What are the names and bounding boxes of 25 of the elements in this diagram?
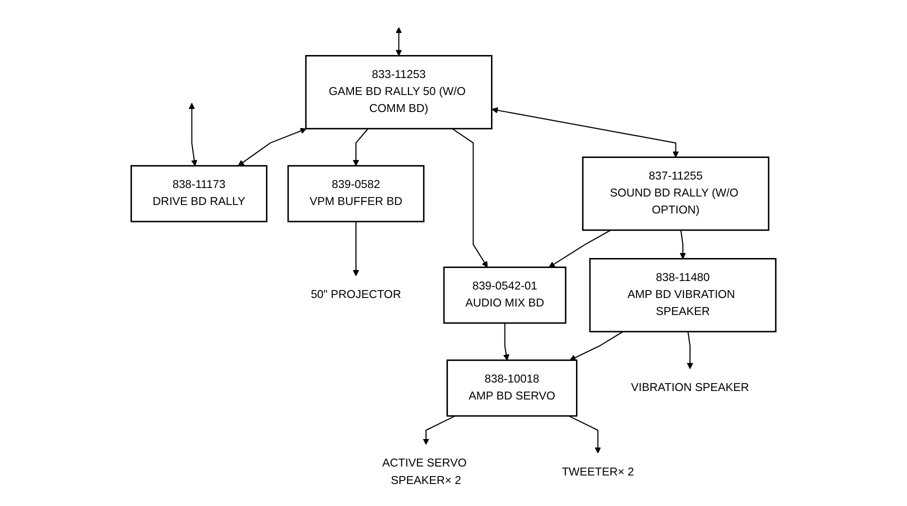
arrow bbox=[352, 128, 368, 166]
arrow bbox=[188, 102, 198, 166]
arrow bbox=[238, 128, 307, 166]
node-box: 838-11173 DRIVE BD RALLY bbox=[130, 165, 268, 222]
arrow bbox=[686, 332, 694, 370]
node-text: 50" PROJECTOR bbox=[310, 288, 402, 301]
arrow bbox=[422, 415, 456, 445]
arrow bbox=[503, 323, 510, 360]
arrow bbox=[548, 230, 611, 268]
node-box: 839-0582 VPM BUFFER BD bbox=[287, 165, 424, 222]
arrow bbox=[568, 415, 602, 454]
node-box: 839-0542-01 AUDIO MIX BD bbox=[443, 266, 566, 324]
arrow bbox=[396, 27, 402, 56]
node-text: ACTIVE SERVO SPEAKER× 2 bbox=[382, 457, 467, 487]
node-text: VIBRATION SPEAKER bbox=[631, 382, 749, 394]
arrow bbox=[492, 107, 679, 158]
arrow bbox=[452, 128, 488, 268]
node-box: 838-10018 AMP BD SERVO bbox=[446, 360, 578, 417]
node-box: 837-11255 SOUND BD RALLY (W/O OPTION) bbox=[582, 156, 770, 231]
arrow bbox=[570, 331, 624, 361]
node-text: TWEETER× 2 bbox=[562, 466, 634, 478]
arrow bbox=[680, 230, 686, 259]
arrow bbox=[352, 222, 360, 276]
node-box: 833-11253 GAME BD RALLY 50 (W/O COMM BD) bbox=[305, 55, 492, 130]
node-box: 838-11480 AMP BD VIBRATION SPEAKER bbox=[589, 258, 776, 332]
